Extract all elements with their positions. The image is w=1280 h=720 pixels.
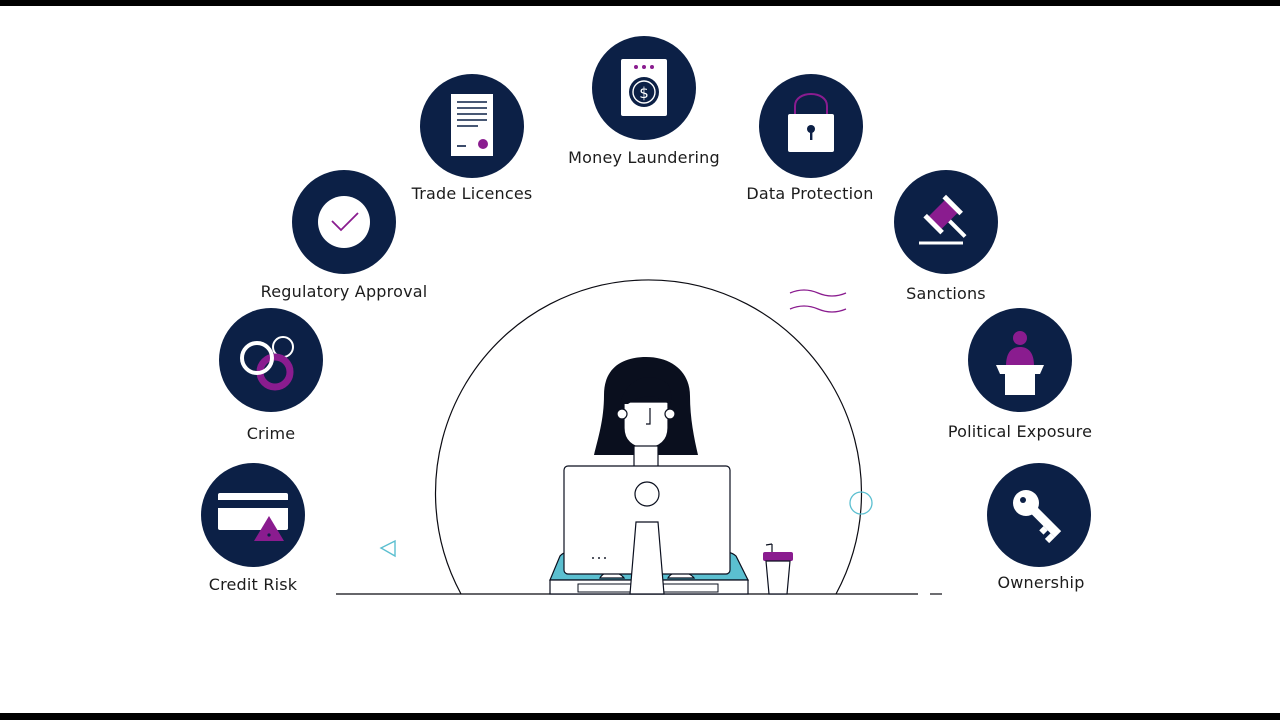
credit-risk-label: Credit Risk	[208, 575, 298, 594]
dome-outline	[434, 279, 863, 595]
credit-risk-node	[201, 463, 305, 567]
bottom-letterbox-bar	[0, 713, 1280, 720]
regulatory-approval-label: Regulatory Approval	[260, 282, 428, 301]
gavel-icon	[919, 194, 967, 245]
padlock-icon	[788, 93, 834, 152]
podium-speaker-icon	[996, 331, 1044, 395]
crime-node	[219, 308, 323, 412]
political-exposure-label: Political Exposure	[947, 422, 1093, 441]
trade-licences-node	[420, 74, 524, 178]
credit-card-warning-icon	[218, 493, 288, 541]
key-icon	[1013, 490, 1062, 544]
coffee-cup-illustration	[763, 543, 793, 595]
data-protection-label: Data Protection	[746, 184, 874, 203]
document-certificate-icon	[451, 94, 493, 156]
money-laundering-label: Money Laundering	[568, 148, 720, 167]
checkmark-icon	[318, 196, 370, 248]
money-laundering-node: $	[592, 36, 696, 140]
top-letterbox-bar	[0, 0, 1280, 6]
sanctions-node	[894, 170, 998, 274]
laptop-illustration	[549, 465, 749, 595]
crime-label: Crime	[246, 424, 296, 443]
ownership-label: Ownership	[997, 573, 1085, 592]
handcuffs-icon	[240, 336, 294, 391]
trade-licences-label: Trade Licences	[411, 184, 533, 203]
data-protection-node	[759, 74, 863, 178]
dollar-coin-icon: $	[621, 59, 667, 116]
political-exposure-node	[968, 308, 1072, 412]
regulatory-approval-node	[292, 170, 396, 274]
wave-decoration	[789, 289, 847, 313]
sanctions-label: Sanctions	[906, 284, 986, 303]
triangle-decoration	[379, 539, 396, 558]
circle-decoration	[849, 491, 873, 515]
svg-text:$: $	[639, 84, 649, 102]
ownership-node	[987, 463, 1091, 567]
